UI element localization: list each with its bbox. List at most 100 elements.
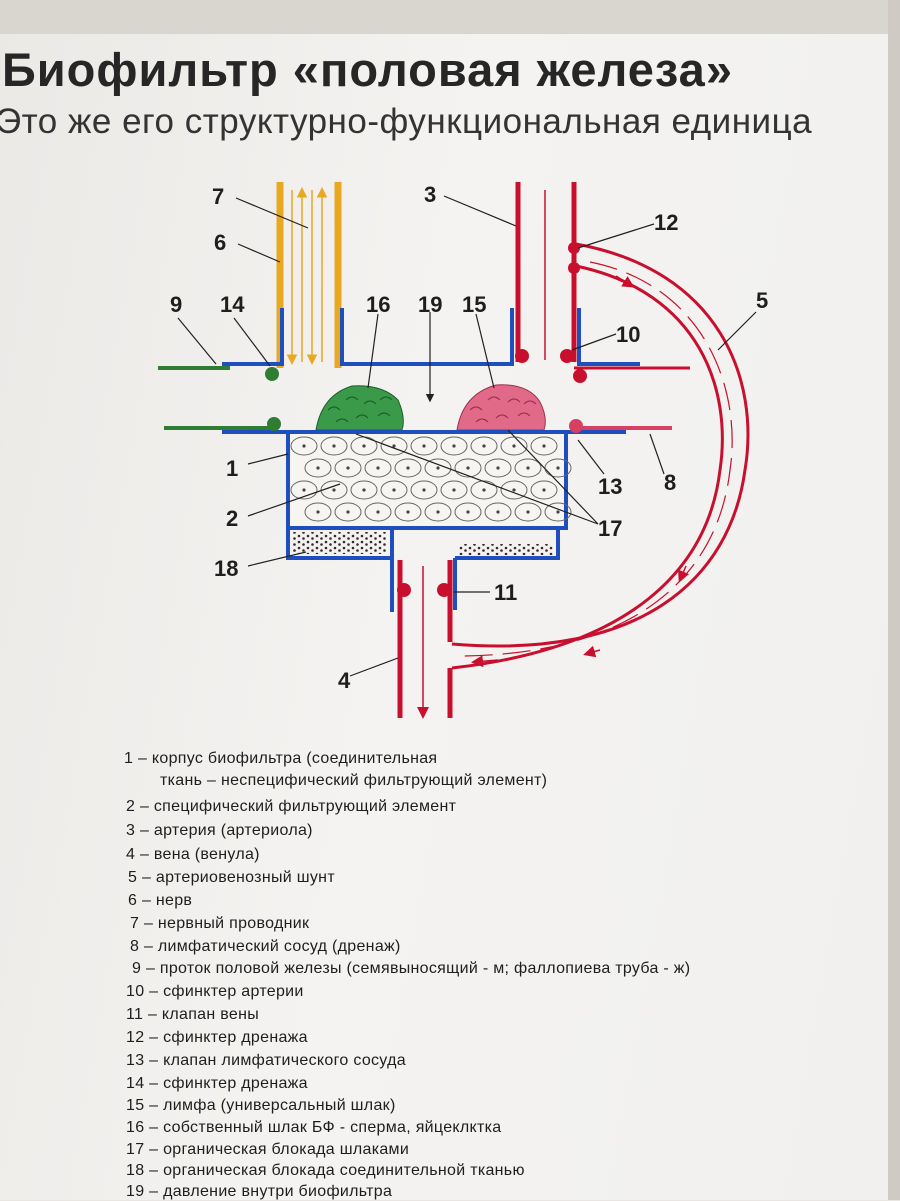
legend-item-6: 6 – нерв bbox=[128, 892, 193, 909]
filter-cell bbox=[380, 480, 408, 500]
cell-nucleus bbox=[452, 444, 456, 448]
filter-cell bbox=[350, 480, 378, 500]
cell-nucleus bbox=[406, 510, 410, 514]
cell-nucleus bbox=[316, 510, 320, 514]
cell-nucleus bbox=[556, 466, 560, 470]
label-14: 14 bbox=[220, 292, 245, 317]
cell-nucleus bbox=[406, 466, 410, 470]
cell-nucleus bbox=[482, 488, 486, 492]
filter-cell bbox=[484, 458, 512, 478]
label-2: 2 bbox=[226, 506, 238, 531]
cell-nucleus bbox=[542, 444, 546, 448]
label-7: 7 bbox=[212, 184, 224, 209]
cell-nucleus bbox=[332, 488, 336, 492]
cell-nucleus bbox=[346, 510, 350, 514]
nerve bbox=[276, 182, 342, 368]
label-5: 5 bbox=[756, 288, 768, 313]
filter-cell bbox=[304, 458, 332, 478]
cell-nucleus bbox=[346, 466, 350, 470]
filter-cell bbox=[424, 458, 452, 478]
label-12: 12 bbox=[654, 210, 678, 235]
cell-nucleus bbox=[526, 510, 530, 514]
filter-cell bbox=[544, 502, 572, 522]
filter-cell bbox=[530, 480, 558, 500]
label-19: 19 bbox=[418, 292, 442, 317]
artery-sphincter-left bbox=[515, 349, 529, 363]
poster-title: Биофильтр «половая железа» bbox=[2, 43, 733, 96]
connective-tissue-right bbox=[458, 544, 554, 555]
vein-valve-11b bbox=[437, 583, 451, 597]
legend-item-4: 4 – вена (венула) bbox=[126, 846, 260, 863]
cell-nucleus bbox=[452, 488, 456, 492]
label-16: 16 bbox=[366, 292, 390, 317]
upper-walls bbox=[158, 308, 640, 370]
filter-cell bbox=[320, 436, 348, 456]
label-4: 4 bbox=[338, 668, 351, 693]
filter-cell bbox=[304, 502, 332, 522]
cell-nucleus bbox=[302, 488, 306, 492]
filter-cell bbox=[394, 458, 422, 478]
filter-cell bbox=[394, 502, 422, 522]
legend-item-1-cont: ткань – неспецифический фильтрующий элем… bbox=[160, 772, 548, 789]
filter-cell bbox=[454, 502, 482, 522]
cell-nucleus bbox=[422, 488, 426, 492]
poster-edge bbox=[888, 0, 900, 1200]
legend-item-16: 16 – собственный шлак БФ - сперма, яйцек… bbox=[126, 1119, 502, 1136]
filter-cell bbox=[290, 436, 318, 456]
lymph-valve-13 bbox=[569, 419, 583, 433]
label-3: 3 bbox=[424, 182, 436, 207]
legend-item-17: 17 – органическая блокада шлаками bbox=[126, 1141, 410, 1158]
cell-nucleus bbox=[332, 444, 336, 448]
legend-item-9: 9 – проток половой железы (семявыносящий… bbox=[132, 960, 691, 977]
label-1: 1 bbox=[226, 456, 238, 481]
filter-cell bbox=[334, 502, 362, 522]
filter-cell bbox=[500, 480, 528, 500]
biofilter-body bbox=[286, 430, 572, 612]
filter-cell bbox=[364, 502, 392, 522]
legend-item-10: 10 – сфинктер артерии bbox=[126, 983, 304, 1000]
cell-nucleus bbox=[466, 510, 470, 514]
cell-nucleus bbox=[436, 510, 440, 514]
filter-cell bbox=[440, 480, 468, 500]
cell-nucleus bbox=[392, 444, 396, 448]
biofilter-diagram: 7 6 9 14 16 19 15 3 12 5 10 13 8 1 2 17 … bbox=[158, 182, 768, 719]
cell-nucleus bbox=[362, 444, 366, 448]
cell-nucleus bbox=[512, 444, 516, 448]
cell-nucleus bbox=[466, 466, 470, 470]
filter-cell bbox=[514, 458, 542, 478]
cell-nucleus bbox=[362, 488, 366, 492]
cell-nucleus bbox=[436, 466, 440, 470]
filter-cell bbox=[530, 436, 558, 456]
label-15: 15 bbox=[462, 292, 486, 317]
label-11: 11 bbox=[494, 580, 517, 605]
filter-cell bbox=[380, 436, 408, 456]
filter-cell bbox=[364, 458, 392, 478]
legend-item-14: 14 – сфинктер дренажа bbox=[126, 1075, 308, 1092]
cell-nucleus bbox=[496, 466, 500, 470]
top-strip bbox=[0, 0, 900, 34]
legend-item-12: 12 – сфинктер дренажа bbox=[126, 1029, 308, 1046]
sperm-mound bbox=[315, 385, 404, 431]
cell-nucleus bbox=[316, 466, 320, 470]
filter-cell bbox=[410, 436, 438, 456]
vein bbox=[397, 560, 453, 719]
lymph-mound bbox=[456, 384, 546, 431]
filter-cell bbox=[424, 502, 452, 522]
filter-cell bbox=[454, 458, 482, 478]
cell-nucleus bbox=[302, 444, 306, 448]
artery-sphincter-10 bbox=[560, 349, 574, 363]
legend-item-1: 1 – корпус биофильтра (соединительная bbox=[124, 750, 438, 767]
legend-item-5: 5 – артериовенозный шунт bbox=[128, 869, 335, 886]
label-9: 9 bbox=[170, 292, 182, 317]
cell-nucleus bbox=[482, 444, 486, 448]
duct-sphincter-14 bbox=[265, 367, 279, 381]
label-6: 6 bbox=[214, 230, 226, 255]
cell-nucleus bbox=[526, 466, 530, 470]
artery-sphincter-right bbox=[573, 369, 587, 383]
legend-item-3: 3 – артерия (артериола) bbox=[126, 822, 313, 839]
cell-nucleus bbox=[392, 488, 396, 492]
cell-nucleus bbox=[512, 488, 516, 492]
legend-item-19: 19 – давление внутри биофильтра bbox=[126, 1183, 393, 1200]
filter-cell bbox=[410, 480, 438, 500]
